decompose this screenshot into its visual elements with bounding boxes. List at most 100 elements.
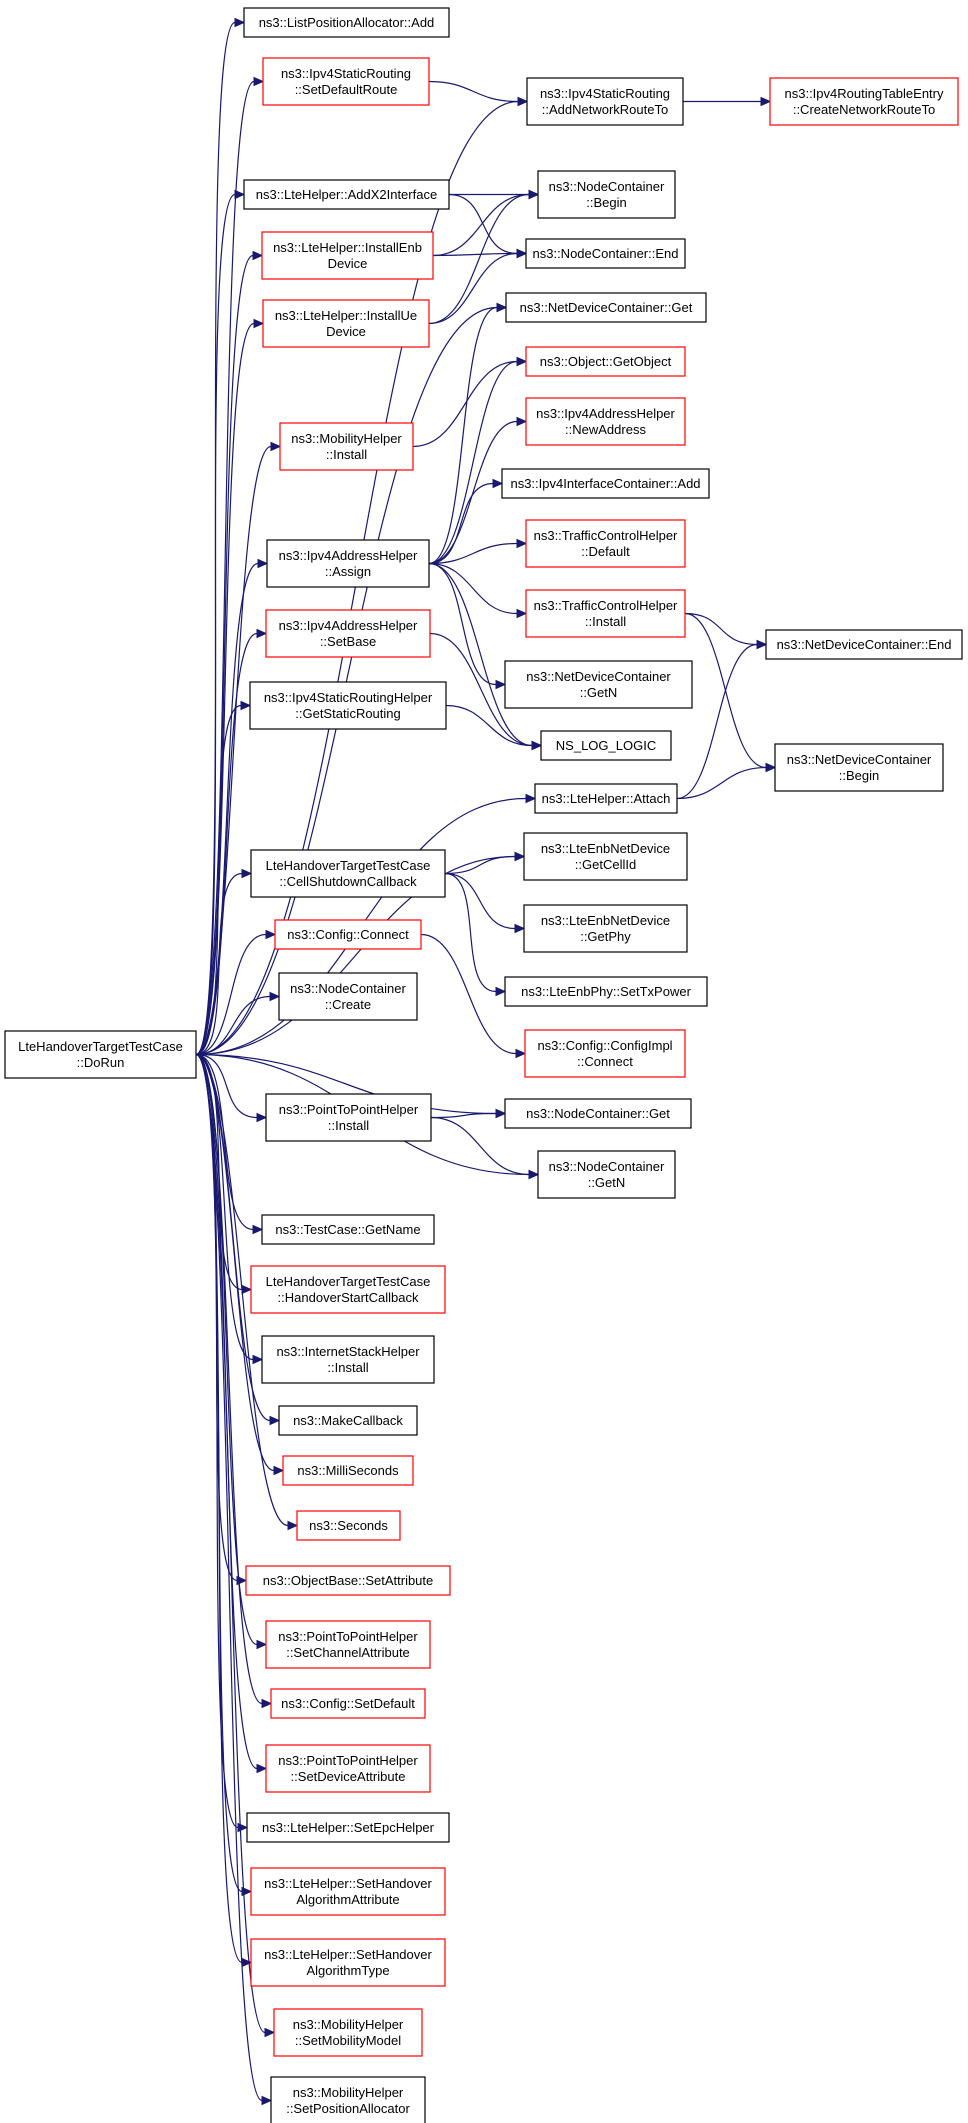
node-box	[278, 972, 418, 1021]
call-edge	[432, 193, 530, 257]
edge-arrowhead	[252, 250, 264, 261]
node-ns3-nodecontainer-end[interactable]: ns3::NodeContainer::End	[525, 238, 686, 269]
node-box	[525, 589, 686, 638]
call-edge	[430, 1112, 497, 1119]
node-ns3-ltehelper-addx2interface[interactable]: ns3::LteHelper::AddX2Interface	[243, 179, 450, 210]
node-ns3-seconds[interactable]: ns3::Seconds	[296, 1510, 401, 1541]
call-edge	[444, 855, 516, 875]
node-label: ::HandoverStartCallback	[278, 1290, 419, 1305]
node-ns3-mobilityhelper-install[interactable]: ns3::MobilityHelper::Install	[279, 422, 414, 471]
node-ns3-netdevicecontainer-end[interactable]: ns3::NetDeviceContainer::End	[765, 629, 963, 660]
node-ns3-listpositionallocator-add[interactable]: ns3::ListPositionAllocator::Add	[243, 7, 450, 38]
node-label: ns3::Ipv4StaticRouting	[540, 86, 670, 101]
node-label: ns3::Config::SetDefault	[281, 1696, 415, 1711]
node-ns3-netdevicecontainer-begin[interactable]: ns3::NetDeviceContainer::Begin	[774, 743, 944, 792]
node-ns3-nodecontainer-begin[interactable]: ns3::NodeContainer::Begin	[537, 170, 676, 219]
node-box	[270, 1688, 426, 1719]
node-label: ::CreateNetworkRouteTo	[793, 102, 935, 117]
node-ns3-internetstackhelper-install[interactable]: ns3::InternetStackHelper::Install	[261, 1335, 435, 1384]
node-label: ns3::Object::GetObject	[540, 354, 672, 369]
edge-arrowhead	[234, 17, 246, 28]
node-box	[765, 629, 963, 660]
node-label: ns3::ObjectBase::SetAttribute	[263, 1573, 434, 1588]
node-ns3-makecallback[interactable]: ns3::MakeCallback	[278, 1405, 418, 1436]
node-box	[262, 299, 430, 348]
node-ns3-ipv4addresshelper-setbase[interactable]: ns3::Ipv4AddressHelper::SetBase	[265, 609, 431, 658]
node-ns3-mobilityhelper-setmobilitymodel[interactable]: ns3::MobilityHelper::SetMobilityModel	[273, 2008, 423, 2057]
node-ns-log-logic[interactable]: NS_LOG_LOGIC	[540, 730, 672, 761]
node-ns3-config-setdefault[interactable]: ns3::Config::SetDefault	[270, 1688, 426, 1719]
node-ns3-nodecontainer-get[interactable]: ns3::NodeContainer::Get	[504, 1098, 692, 1129]
node-ns3-ltehelper-sethandover-algorithmattribute[interactable]: ns3::LteHelper::SetHandoverAlgorithmAttr…	[250, 1867, 446, 1916]
node-ns3-netdevicecontainer-getn[interactable]: ns3::NetDeviceContainer::GetN	[504, 660, 693, 709]
node-ns3-config-configimpl-connect[interactable]: ns3::Config::ConfigImpl::Connect	[524, 1029, 686, 1078]
node-label: ::Connect	[577, 1054, 633, 1069]
node-ltehandovertargettestcase-handoverstartcallback[interactable]: LteHandoverTargetTestCase::HandoverStart…	[250, 1265, 446, 1314]
node-label: ns3::NodeContainer	[549, 179, 665, 194]
node-ns3-trafficcontrolhelper-install[interactable]: ns3::TrafficControlHelper::Install	[525, 589, 686, 638]
node-ns3-objectbase-setattribute[interactable]: ns3::ObjectBase::SetAttribute	[245, 1565, 451, 1596]
node-ns3-object-getobject[interactable]: ns3::Object::GetObject	[525, 346, 686, 377]
node-ns3-ltehelper-attach[interactable]: ns3::LteHelper::Attach	[534, 783, 678, 814]
node-box	[534, 783, 678, 814]
node-ns3-milliseconds[interactable]: ns3::MilliSeconds	[282, 1455, 414, 1486]
node-box	[249, 681, 447, 730]
node-label: ns3::LteHelper::Attach	[542, 791, 671, 806]
node-ns3-ipv4addresshelper-newaddress[interactable]: ns3::Ipv4AddressHelper::NewAddress	[525, 397, 686, 446]
node-label: ns3::TrafficControlHelper	[534, 598, 678, 613]
call-edge	[444, 872, 497, 993]
node-ns3-ipv4routingtableentry-createnetworkrouteto[interactable]: ns3::Ipv4RoutingTableEntry::CreateNetwor…	[769, 77, 959, 126]
call-edge	[195, 933, 267, 1056]
edge-arrowhead	[261, 2095, 273, 2106]
node-ns3-testcase-getname[interactable]: ns3::TestCase::GetName	[261, 1214, 435, 1245]
edge-arrowhead	[525, 793, 537, 804]
node-ns3-mobilityhelper-setpositionallocator[interactable]: ns3::MobilityHelper::SetPositionAllocato…	[270, 2076, 426, 2123]
node-ns3-nodecontainer-create[interactable]: ns3::NodeContainer::Create	[278, 972, 418, 1021]
node-ns3-trafficcontrolhelper-default[interactable]: ns3::TrafficControlHelper::Default	[525, 519, 686, 568]
node-ns3-ltehelper-setepchelper[interactable]: ns3::LteHelper::SetEpcHelper	[246, 1812, 450, 1843]
node-ns3-netdevicecontainer-get[interactable]: ns3::NetDeviceContainer::Get	[505, 292, 707, 323]
node-ns3-pointtopointhelper-install[interactable]: ns3::PointToPointHelper::Install	[265, 1093, 432, 1142]
edge-arrowhead	[257, 558, 269, 569]
node-label: ::Create	[325, 997, 371, 1012]
edge-arrowhead	[528, 1169, 540, 1180]
node-ns3-ipv4addresshelper-assign[interactable]: ns3::Ipv4AddressHelper::Assign	[266, 539, 430, 588]
call-edge	[195, 995, 271, 1056]
node-ns3-lteenbphy-settxpower[interactable]: ns3::LteEnbPhy::SetTxPower	[504, 976, 708, 1007]
node-box	[540, 730, 672, 761]
node-box	[504, 660, 693, 709]
node-ns3-ipv4staticroutinghelper-getstaticrouting[interactable]: ns3::Ipv4StaticRoutingHelper::GetStaticR…	[249, 681, 447, 730]
node-ns3-config-connect[interactable]: ns3::Config::Connect	[274, 919, 422, 950]
node-label: ::GetStaticRouting	[295, 706, 401, 721]
node-label: ns3::LteEnbPhy::SetTxPower	[521, 984, 691, 999]
edge-arrowhead	[495, 986, 507, 997]
node-ns3-ipv4staticrouting-addnetworkrouteto[interactable]: ns3::Ipv4StaticRouting::AddNetworkRouteT…	[526, 77, 684, 126]
function-nodes: LteHandoverTargetTestCase::DoRunns3::Lis…	[4, 7, 963, 2123]
node-label: ns3::PointToPointHelper	[278, 1753, 418, 1768]
node-ns3-lteenbnetdevice-getcellid[interactable]: ns3::LteEnbNetDevice::GetCellId	[523, 832, 688, 881]
call-edge	[195, 254, 254, 1056]
node-ns3-ipv4interfacecontainer-add[interactable]: ns3::Ipv4InterfaceContainer::Add	[501, 468, 710, 499]
node-ns3-pointtopointhelper-setchannelattribute[interactable]: ns3::PointToPointHelper::SetChannelAttri…	[265, 1620, 431, 1669]
call-edge	[430, 1116, 530, 1176]
node-label: LteHandoverTargetTestCase	[266, 1274, 431, 1289]
node-box	[270, 2076, 426, 2123]
node-ns3-nodecontainer-getn[interactable]: ns3::NodeContainer::GetN	[537, 1150, 676, 1199]
node-box	[525, 397, 686, 446]
edge-arrowhead	[241, 1284, 253, 1295]
node-box	[265, 1620, 431, 1669]
node-label: ::CellShutdownCallback	[279, 874, 417, 889]
call-edge	[195, 704, 242, 1056]
node-ns3-pointtopointhelper-setdeviceattribute[interactable]: ns3::PointToPointHelper::SetDeviceAttrib…	[265, 1744, 431, 1793]
node-label: ::Install	[327, 1360, 368, 1375]
node-ns3-lteenbnetdevice-getphy[interactable]: ns3::LteEnbNetDevice::GetPhy	[523, 904, 688, 953]
edge-arrowhead	[495, 679, 507, 690]
node-label: AlgorithmType	[306, 1963, 389, 1978]
node-ns3-ipv4staticrouting-setdefaultroute[interactable]: ns3::Ipv4StaticRouting::SetDefaultRoute	[262, 57, 430, 106]
call-edge	[684, 612, 758, 646]
node-ltehandovertargettestcase-cellshutdowncallback[interactable]: LteHandoverTargetTestCase::CellShutdownC…	[250, 849, 446, 898]
node-label: ns3::NodeContainer	[549, 1159, 665, 1174]
